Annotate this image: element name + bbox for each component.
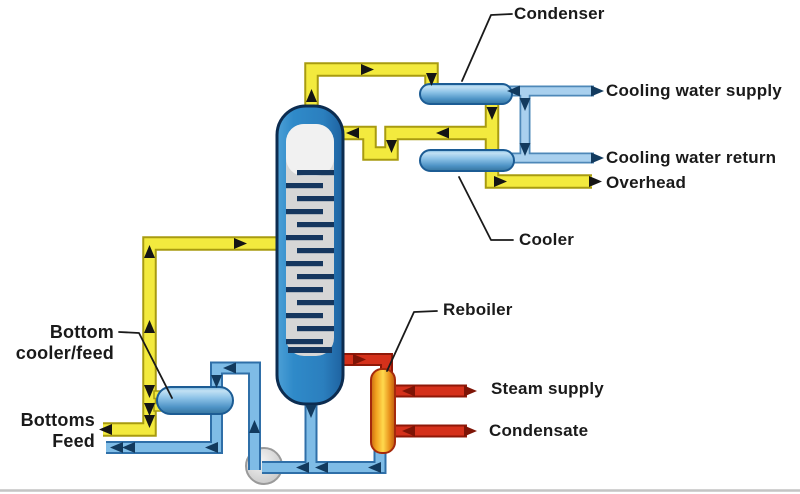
distillation-column xyxy=(275,104,345,406)
label-bottom-cooler-feed: Bottom cooler/feed xyxy=(0,322,114,364)
label-reboiler: Reboiler xyxy=(443,300,513,319)
label-cooling-water-return: Cooling water return xyxy=(606,148,777,167)
label-overhead: Overhead xyxy=(606,173,687,192)
condenser-vessel xyxy=(419,83,513,105)
label-condenser: Condenser xyxy=(514,4,605,23)
label-bottoms-feed: Bottoms Feed xyxy=(0,410,95,452)
leader-lines xyxy=(118,13,514,399)
steam-pipes xyxy=(339,353,467,438)
label-bottom-cooler-feed-line1: Bottom xyxy=(49,322,114,342)
label-condensate: Condensate xyxy=(489,421,589,440)
column-dome xyxy=(286,124,334,176)
label-feed: Feed xyxy=(52,431,95,451)
label-steam-supply: Steam supply xyxy=(491,379,604,398)
reboiler-vessel xyxy=(370,368,396,454)
label-bottom-cooler-feed-line2: cooler/feed xyxy=(15,343,114,363)
label-bottoms: Bottoms xyxy=(20,410,95,430)
cooler-vessel xyxy=(419,149,515,172)
label-cooler: Cooler xyxy=(519,230,575,249)
label-cooling-water-supply: Cooling water supply xyxy=(606,81,782,100)
bottom-cooler-vessel xyxy=(156,386,234,415)
cooling-water-pipes xyxy=(506,85,594,164)
